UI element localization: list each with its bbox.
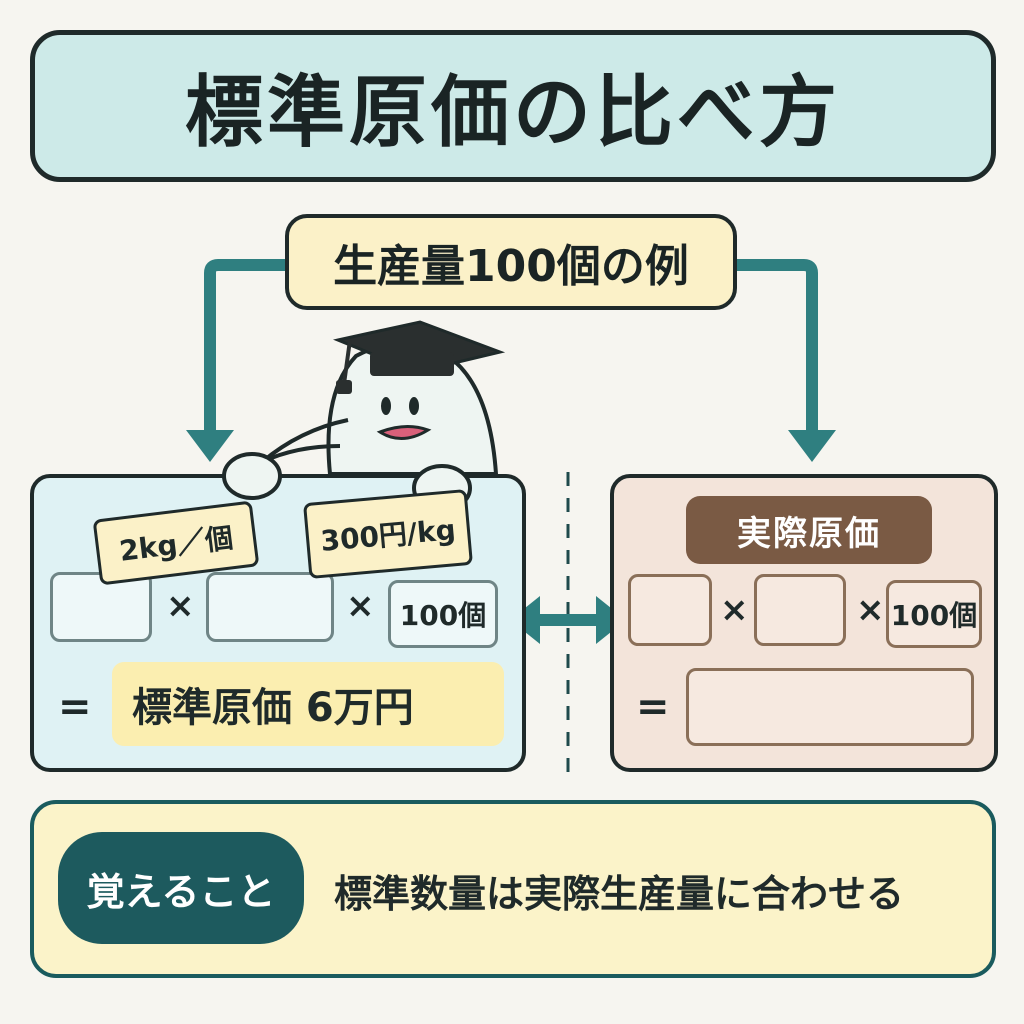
multiply-sign: × <box>166 586 195 626</box>
arrow-left-branch <box>204 259 291 446</box>
unit-price-tag: 300円/kg <box>303 488 473 580</box>
mascot-eye-right <box>409 397 419 415</box>
mascot-left-hand <box>222 452 282 500</box>
title-banner: 標準原価の比べ方 <box>30 30 996 182</box>
example-label-text: 生産量100個の例 <box>333 241 689 292</box>
standard-cost-result: 標準原価 6万円 <box>112 662 504 746</box>
mascot-left-arm <box>260 418 349 464</box>
arrow-left-head <box>186 430 234 462</box>
page-title: 標準原価の比べ方 <box>184 68 841 158</box>
multiply-sign: × <box>856 590 885 630</box>
mascot-mouth <box>376 425 432 440</box>
standard-price-slot <box>206 572 334 642</box>
arrow-right-head <box>788 430 836 462</box>
actual-cost-header-text: 実際原価 <box>737 513 881 554</box>
standard-cost-result-text: 標準原価 6万円 <box>132 685 414 731</box>
actual-cost-header: 実際原価 <box>686 496 932 564</box>
actual-quantity-box: 100個 <box>886 580 982 648</box>
note-text: 標準数量は実際生産量に合わせる <box>334 871 905 916</box>
mascot-eye-left <box>381 397 391 415</box>
note-badge-text: 覚えること <box>86 869 276 914</box>
arrow-right-branch <box>731 259 818 446</box>
standard-usage-slot <box>50 572 152 642</box>
actual-price-slot <box>754 574 846 646</box>
example-label: 生産量100個の例 <box>285 214 737 310</box>
multiply-sign: × <box>720 590 749 630</box>
actual-cost-result-box <box>686 668 974 746</box>
equals-sign: = <box>58 684 92 730</box>
standard-quantity-box: 100個 <box>388 580 498 648</box>
equals-sign: = <box>636 684 670 730</box>
note-badge: 覚えること <box>58 832 304 944</box>
multiply-sign: × <box>346 586 375 626</box>
actual-usage-slot <box>628 574 712 646</box>
